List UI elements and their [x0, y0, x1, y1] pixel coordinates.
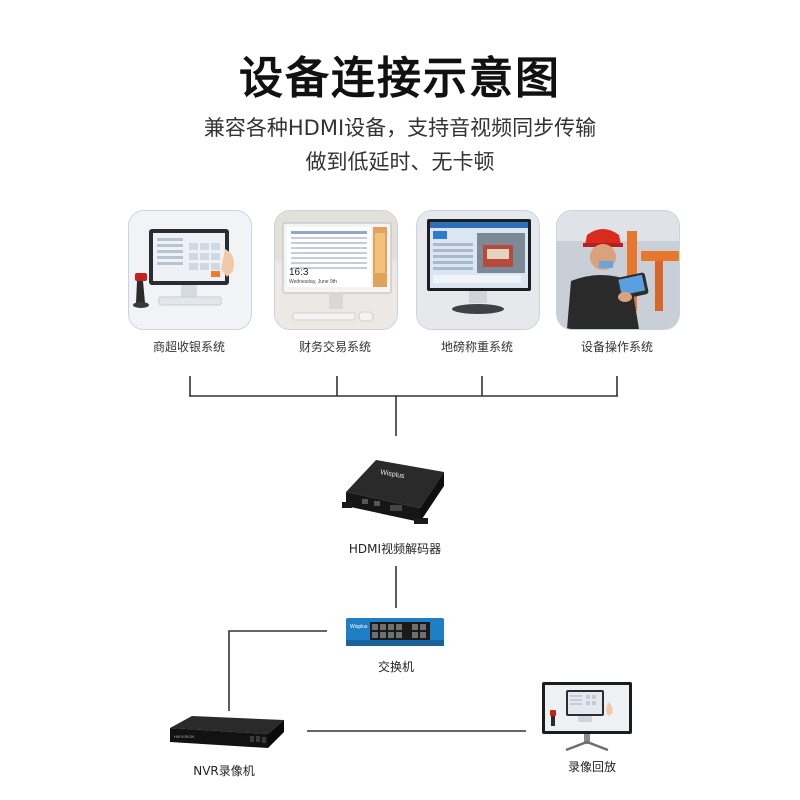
source-card-weighbridge — [416, 210, 540, 330]
nvr-brand: HIKVISION — [174, 734, 194, 739]
decoder-brand: Wisplus — [380, 469, 406, 480]
source-card-finance: 16:3 Wednesday, June 9th — [274, 210, 398, 330]
industrial-operator-icon — [557, 211, 679, 329]
pos-terminal-icon — [129, 211, 251, 329]
wire-switch-to-nvr — [228, 630, 327, 711]
source-label-finance: 财务交易系统 — [298, 340, 371, 354]
clock-text: 16:3 — [289, 267, 309, 278]
playback-label: 录像回放 — [567, 760, 616, 774]
nvr-label: NVR录像机 — [193, 764, 255, 778]
finance-monitor-icon: 16:3 Wednesday, June 9th — [275, 211, 397, 329]
playback-monitor-icon — [542, 682, 632, 752]
clock-date: Wednesday, June 9th — [289, 279, 337, 285]
page-title: 设备连接示意图 — [239, 53, 561, 104]
source-card-pos — [128, 210, 252, 330]
source-card-industrial — [556, 210, 680, 330]
subtitle-line-2: 做到低延时、无卡顿 — [305, 150, 495, 174]
weighbridge-monitor-icon — [417, 211, 539, 329]
subtitle-line-1: 兼容各种HDMI设备，支持音视频同步传输 — [203, 116, 597, 140]
nvr-recorder-icon: HIKVISION — [170, 716, 284, 748]
source-label-weighbridge: 地磅称重系统 — [440, 340, 513, 354]
switch-brand: Wisplus — [350, 624, 368, 630]
source-label-pos: 商超收银系统 — [152, 340, 225, 354]
source-label-industrial: 设备操作系统 — [580, 340, 653, 354]
switch-label: 交换机 — [377, 660, 414, 674]
decoder-label: HDMI视频解码器 — [348, 542, 442, 556]
network-switch-icon: Wisplus — [346, 618, 444, 646]
hdmi-decoder-icon: Wisplus — [342, 460, 444, 524]
